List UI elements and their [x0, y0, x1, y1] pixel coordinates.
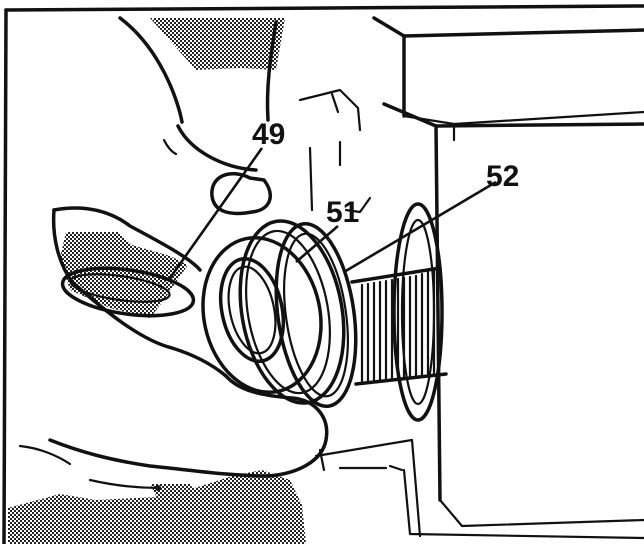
callout-49: 49 — [252, 118, 285, 151]
hand — [18, 16, 329, 491]
leader-51 — [295, 225, 339, 263]
callout-51: 51 — [326, 196, 359, 229]
leader-49 — [168, 147, 264, 279]
leader-lines — [168, 147, 497, 279]
leader-52 — [343, 180, 497, 274]
callout-52: 52 — [486, 160, 519, 193]
threaded-shaft — [350, 266, 448, 386]
frame — [2, 4, 644, 544]
ring-51 — [238, 219, 346, 405]
housing — [298, 16, 644, 540]
ring-52 — [274, 221, 358, 409]
shadow-stipple — [8, 18, 306, 544]
part-49 — [201, 236, 323, 394]
